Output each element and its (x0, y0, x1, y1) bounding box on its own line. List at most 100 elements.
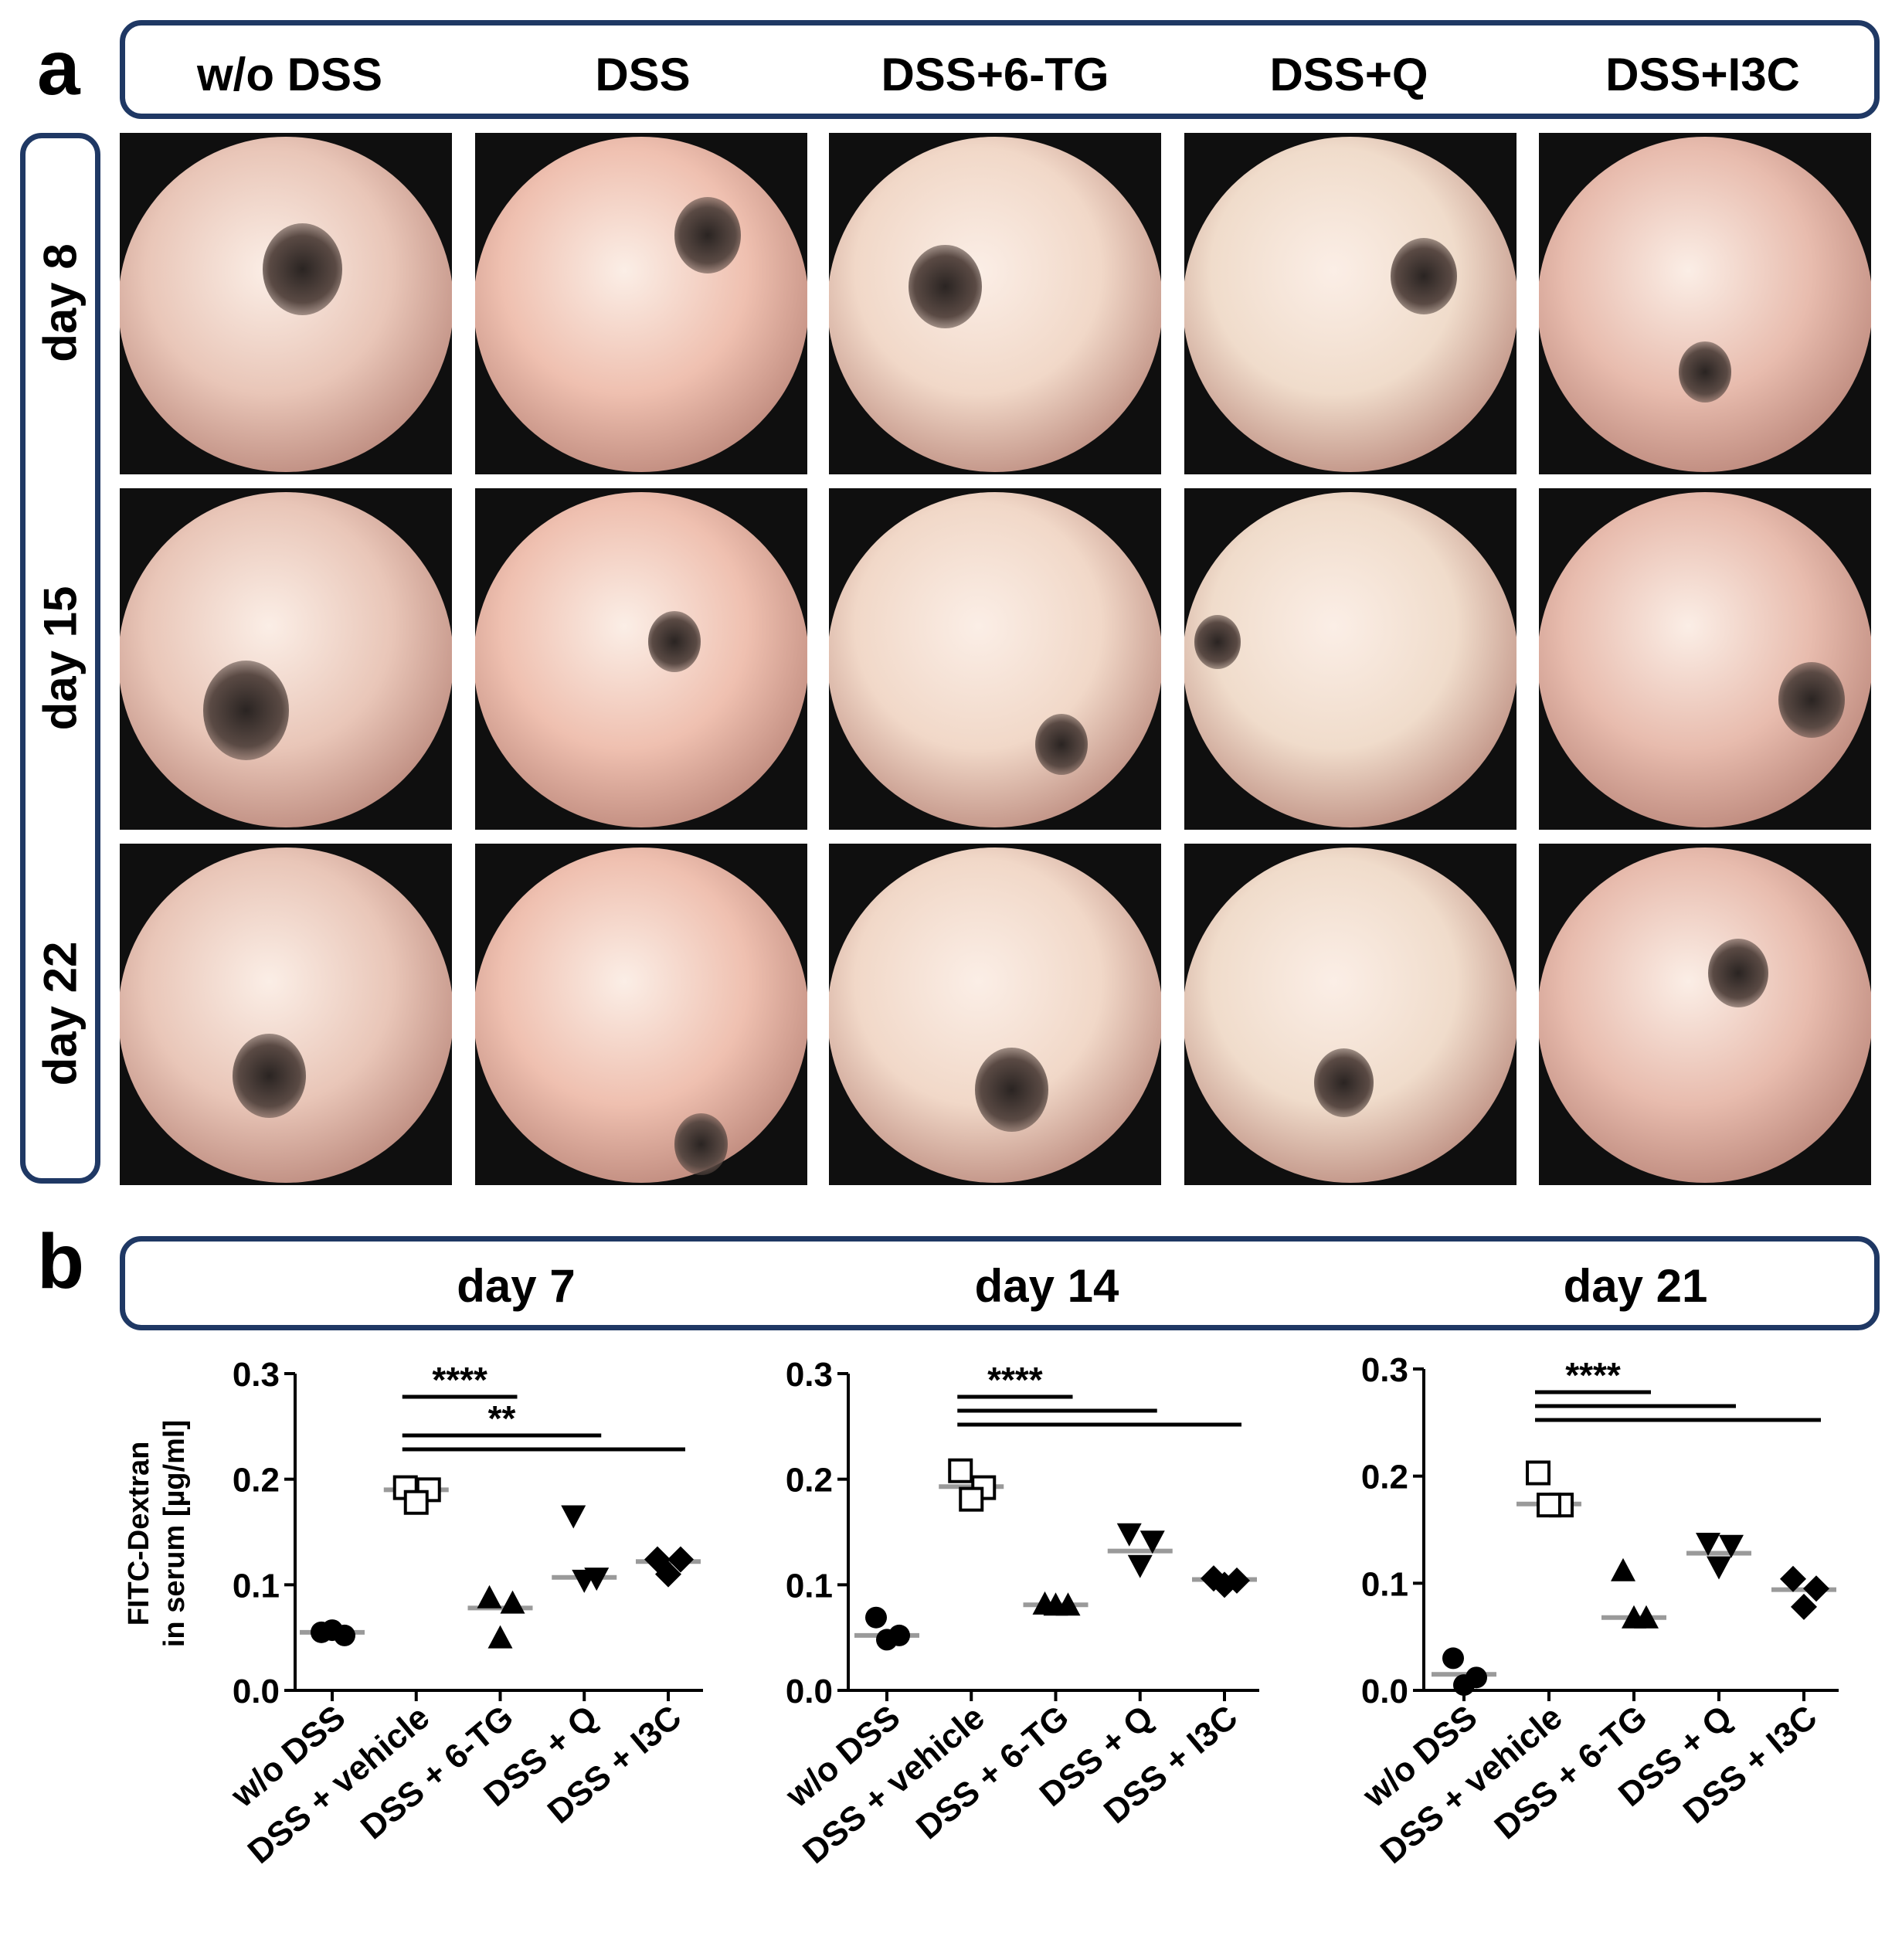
endoscopy-image (475, 844, 807, 1185)
lumen (647, 611, 701, 673)
endoscopy-field (120, 492, 452, 827)
y-tick-label: 0.2 (1361, 1459, 1408, 1496)
lumen (909, 244, 982, 329)
endoscopy-field (475, 137, 807, 472)
y-tick-label: 0.0 (786, 1673, 833, 1710)
panel-a-column-header-box (120, 20, 1880, 119)
panel-a-letter: a (37, 25, 80, 111)
endoscopy-image (120, 488, 452, 830)
data-point (865, 1606, 887, 1629)
day-label-14: day 14 (974, 1260, 1119, 1312)
y-tick-label: 0.1 (786, 1567, 833, 1605)
lumen (233, 1034, 306, 1118)
data-point (1780, 1565, 1806, 1592)
endoscopy-image (829, 133, 1161, 474)
significance-label: **** (1565, 1355, 1621, 1395)
y-tick-label: 0.2 (233, 1462, 280, 1500)
data-point (1140, 1530, 1165, 1554)
y-tick-label: 0.0 (1361, 1673, 1408, 1710)
significance-label: ** (488, 1398, 516, 1439)
endoscopy-field (1184, 137, 1517, 472)
data-point (500, 1590, 525, 1614)
endoscopy-field (475, 492, 807, 827)
lumen (1678, 341, 1732, 403)
y-tick-label: 0.3 (1361, 1351, 1408, 1389)
endoscopy-image (120, 133, 452, 474)
lumen (262, 223, 343, 316)
data-point (1127, 1554, 1153, 1578)
y-tick-label: 0.0 (233, 1673, 280, 1710)
data-point (403, 1490, 429, 1515)
lumen (975, 1047, 1048, 1132)
data-point (1442, 1647, 1464, 1670)
significance-label: **** (987, 1360, 1043, 1400)
data-point (1116, 1523, 1142, 1547)
endoscopy-image (475, 488, 807, 830)
y-axis-label-line-1: FITC-Dextran (123, 1442, 155, 1626)
data-point (1453, 1674, 1475, 1697)
data-point (321, 1619, 343, 1642)
panel-a-row-header-box (20, 133, 100, 1184)
endoscopy-field (1539, 492, 1871, 827)
lumen (1778, 661, 1845, 739)
data-point (1526, 1460, 1550, 1486)
data-point (477, 1585, 502, 1608)
data-point (1537, 1493, 1561, 1518)
data-point (1803, 1575, 1829, 1602)
column-label-dss: DSS (595, 49, 691, 100)
lumen (1313, 1048, 1374, 1117)
endoscopy-field (829, 137, 1161, 472)
column-label-dss-6tg: DSS+6-TG (881, 49, 1109, 100)
row-label-day-22: day 22 (34, 941, 87, 1086)
y-tick-label: 0.2 (786, 1462, 833, 1500)
endoscopy-field (475, 848, 807, 1183)
panel-b-letter: b (37, 1218, 85, 1305)
y-tick-label: 0.3 (233, 1356, 280, 1394)
lumen (1194, 615, 1241, 669)
row-label-day-15: day 15 (34, 586, 87, 731)
data-point (1719, 1534, 1744, 1558)
endoscopy-image (1539, 844, 1871, 1185)
endoscopy-field (120, 848, 452, 1183)
column-label-wo-dss: w/o DSS (196, 49, 383, 100)
column-label-dss-i3c: DSS+I3C (1605, 49, 1800, 100)
lumen (1034, 713, 1089, 776)
endoscopy-image (829, 488, 1161, 830)
lumen (1708, 939, 1768, 1008)
significance-label: **** (432, 1360, 487, 1400)
y-tick-label: 0.1 (233, 1567, 280, 1605)
endoscopy-field (1184, 848, 1517, 1183)
endoscopy-field (1539, 137, 1871, 472)
data-point (1043, 1592, 1068, 1616)
endoscopy-image (1539, 133, 1871, 474)
data-point (1696, 1533, 1720, 1557)
lumen (674, 1113, 728, 1175)
day-label-21: day 21 (1563, 1260, 1708, 1312)
data-point (1791, 1593, 1817, 1620)
y-axis-label-line-2: in serum [µg/ml] (158, 1420, 191, 1647)
endoscopy-image (829, 844, 1161, 1185)
y-tick-label: 0.1 (1361, 1565, 1408, 1603)
data-point (561, 1505, 586, 1529)
endoscopy-field (1184, 492, 1517, 827)
data-point (1707, 1556, 1731, 1580)
lumen (202, 661, 290, 760)
endoscopy-image (475, 133, 807, 474)
row-label-day-8: day 8 (34, 243, 87, 362)
data-point (948, 1458, 973, 1483)
endoscopy-field (829, 848, 1161, 1183)
data-point (876, 1629, 898, 1651)
data-point (667, 1546, 694, 1573)
endoscopy-image (1184, 844, 1517, 1185)
y-tick-label: 0.3 (786, 1356, 833, 1394)
lumen (1390, 238, 1457, 315)
data-point (959, 1486, 984, 1512)
data-point (1611, 1557, 1635, 1581)
data-point (1211, 1571, 1238, 1598)
data-point (1224, 1567, 1250, 1594)
lumen (674, 197, 741, 274)
data-point (487, 1625, 513, 1649)
endoscopy-field (829, 492, 1161, 827)
endoscopy-image (1184, 133, 1517, 474)
